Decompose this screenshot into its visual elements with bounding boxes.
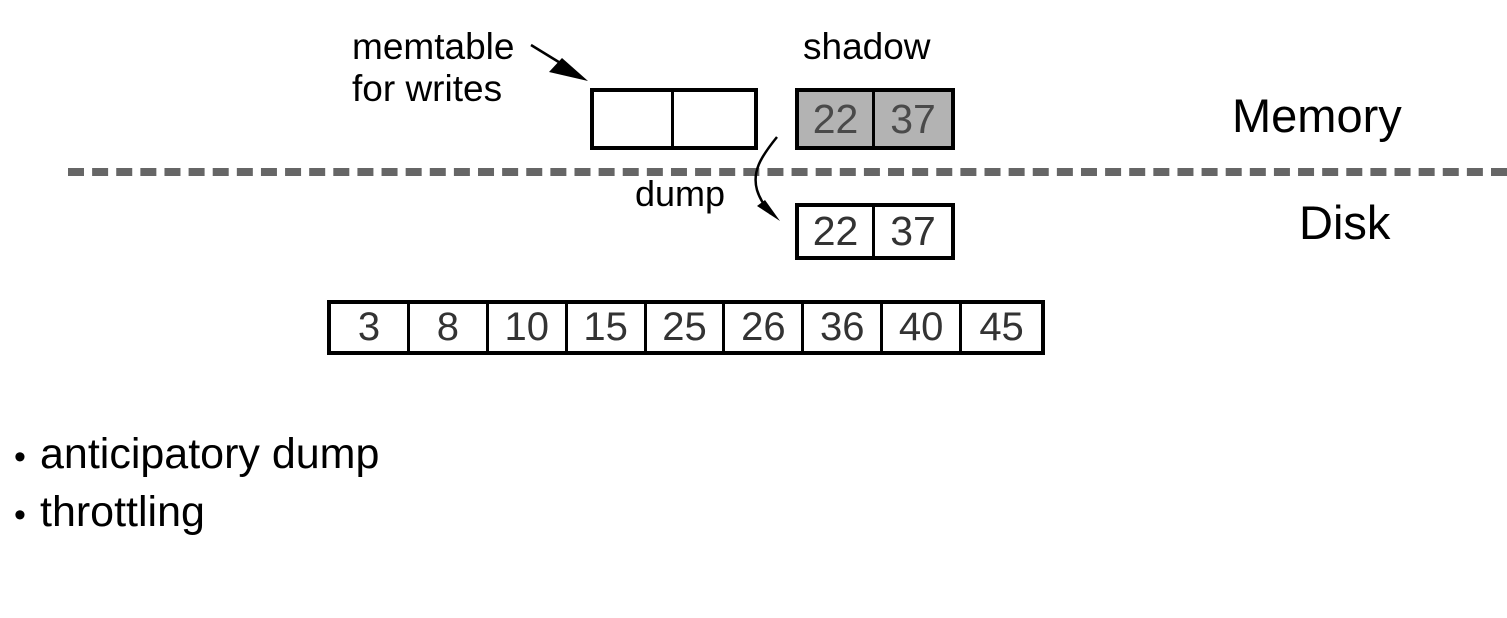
disk-array-cell[interactable]: 40 bbox=[883, 304, 963, 351]
shadow-memtable-cell[interactable]: 37 bbox=[890, 95, 936, 142]
disk-array-cell[interactable]: 10 bbox=[489, 304, 568, 351]
memtable-box[interactable] bbox=[590, 88, 758, 150]
dumped-run-cell[interactable]: 22 bbox=[799, 207, 876, 256]
disk-sorted-run[interactable]: 3 8 10 15 25 26 36 40 45 bbox=[327, 300, 1045, 355]
memtable-cell[interactable] bbox=[674, 92, 754, 146]
shadow-memtable-cell[interactable]: 22 bbox=[799, 92, 876, 146]
bullet-text: anticipatory dump bbox=[40, 430, 380, 478]
bullet-marker-icon: • bbox=[14, 496, 26, 534]
memtable-cell[interactable] bbox=[594, 92, 675, 146]
list-item: • throttling bbox=[0, 488, 700, 537]
memtable-callout-line1: memtable bbox=[352, 26, 515, 67]
list-item: • anticipatory dump bbox=[0, 430, 700, 479]
disk-array-cell[interactable]: 25 bbox=[647, 304, 726, 351]
memory-tier-label: Memory bbox=[1232, 89, 1402, 142]
bullet-marker-icon: • bbox=[14, 438, 26, 476]
dumped-run-cell[interactable]: 37 bbox=[890, 208, 936, 254]
shadow-callout-label: shadow bbox=[803, 26, 931, 67]
memtable-pointer-arrow bbox=[530, 43, 588, 81]
bullet-text: throttling bbox=[40, 488, 205, 536]
shadow-memtable-box[interactable]: 22 37 bbox=[795, 88, 955, 150]
dumped-run-box[interactable]: 22 37 bbox=[795, 203, 955, 260]
disk-array-cell[interactable]: 26 bbox=[725, 304, 805, 351]
dump-callout-label: dump bbox=[635, 173, 726, 214]
disk-array-cell[interactable]: 36 bbox=[804, 304, 884, 351]
disk-array-cell[interactable]: 8 bbox=[410, 304, 489, 351]
disk-array-cell[interactable]: 45 bbox=[979, 305, 1024, 349]
disk-array-cell[interactable]: 15 bbox=[568, 304, 647, 351]
memory-disk-divider bbox=[68, 168, 1507, 176]
memtable-callout-line2: for writes bbox=[352, 68, 503, 109]
bullet-list: • anticipatory dump • throttling bbox=[0, 430, 700, 546]
disk-array-cell[interactable]: 3 bbox=[331, 304, 410, 351]
dump-arrow bbox=[754, 136, 780, 221]
disk-tier-label: Disk bbox=[1299, 196, 1391, 249]
